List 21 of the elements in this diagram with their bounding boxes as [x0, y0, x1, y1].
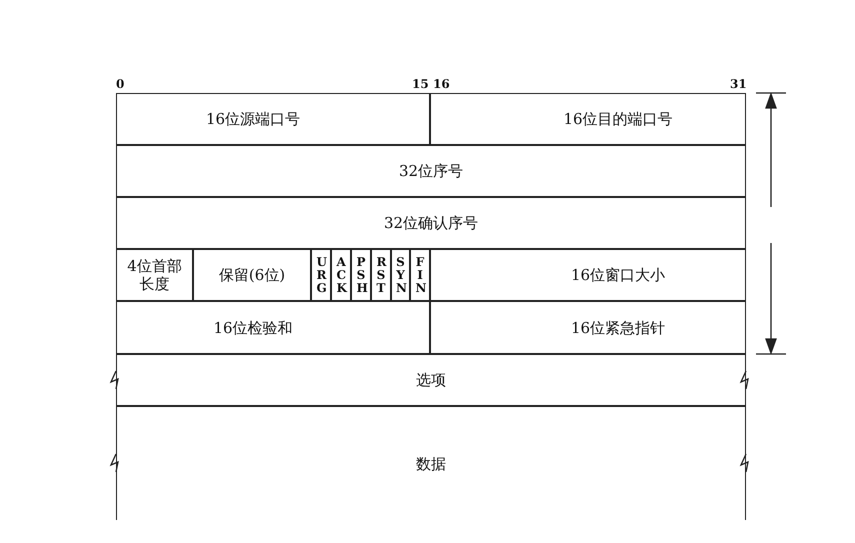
bit-number: 31 — [730, 77, 747, 91]
flag-cell: URG — [311, 249, 331, 301]
bit-number: 0 — [116, 77, 124, 91]
bit-number: 15 — [412, 77, 429, 91]
field-cell: 16位紧急指针 — [430, 301, 746, 354]
flag-cell: FIN — [410, 249, 430, 301]
flag-cell: ACK — [331, 249, 351, 301]
field-cell: 32位确认序号 — [116, 197, 746, 249]
field-cell: 16位检验和 — [116, 301, 430, 354]
field-cell: 保留(6位) — [193, 249, 311, 301]
field-cell: 16位窗口大小 — [430, 249, 746, 301]
field-cell: 32位序号 — [116, 145, 746, 197]
field-cell: 16位目的端口号 — [430, 93, 746, 145]
flag-cell: PSH — [351, 249, 371, 301]
bit-number: 16 — [433, 77, 450, 91]
flag-cell: SYN — [391, 249, 410, 301]
flag-cell: RST — [371, 249, 391, 301]
field-cell: 选项 — [116, 354, 746, 406]
field-cell: 16位源端口号 — [116, 93, 430, 145]
field-cell: 数据 — [116, 406, 746, 520]
field-cell: 4位首部长度 — [116, 249, 193, 301]
